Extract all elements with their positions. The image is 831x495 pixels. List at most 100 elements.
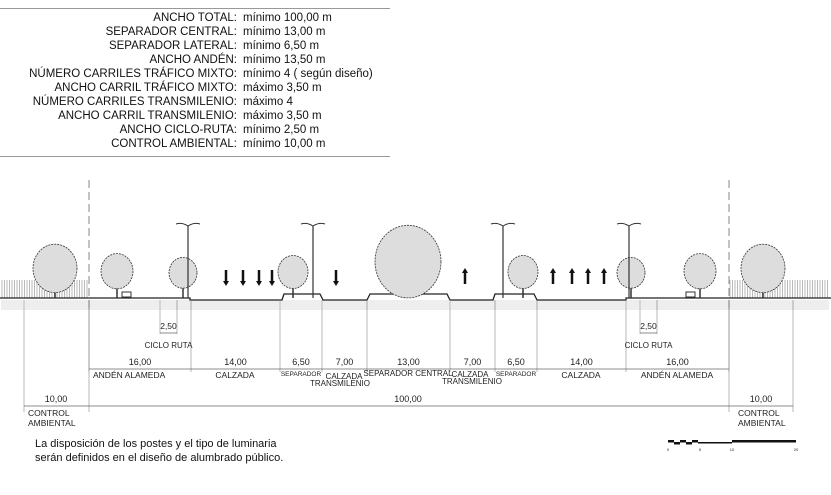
- arrow-head: [256, 281, 262, 286]
- scale-bar-segment: [732, 440, 796, 443]
- tree-icon: [32, 243, 78, 293]
- lamp-arm: [187, 222, 201, 227]
- spec-row: NÚMERO CARRILES TRÁFICO MIXTO:mínimo 4 (…: [0, 67, 390, 81]
- spec-row: SEPARADOR CENTRAL: mínimo 13,00 m: [0, 25, 390, 39]
- tree-icon: [683, 253, 717, 290]
- segment-name: SEPARADOR: [281, 371, 322, 378]
- segment-width: 14,00: [570, 357, 593, 367]
- arrow-head: [223, 281, 229, 286]
- scale-bar-segment: [698, 442, 732, 444]
- ciclo-ruta-label: CICLO RUTA: [625, 341, 674, 350]
- spec-label: ANCHO TOTAL:: [153, 12, 237, 24]
- bench-icon: [685, 291, 696, 298]
- spec-value: mínimo 2,50 m: [243, 124, 320, 136]
- spec-row: ANCHO CICLO-RUTA: mínimo 2,50 m: [0, 123, 390, 137]
- control-width: 10,00: [45, 394, 68, 404]
- spec-label: ANCHO CARRIL TRÁFICO MIXTO:: [54, 82, 237, 94]
- segment-width: 16,00: [666, 357, 689, 367]
- scale-bar-segment: [668, 440, 674, 443]
- scale-bar-segment: [686, 442, 692, 445]
- scale-bar-segment: [692, 440, 698, 443]
- segment-name: TRANSMILENIO: [310, 379, 370, 388]
- spec-row: ANCHO CARRIL TRÁFICO MIXTO: máximo 3,50 m: [0, 81, 390, 95]
- spec-label: ANCHO CARRIL TRANSMILENIO:: [58, 110, 237, 122]
- ciclo-ruta-label: CICLO RUTA: [145, 341, 194, 350]
- lamp-arm: [300, 222, 314, 227]
- spec-label: ANCHO CICLO-RUTA:: [119, 124, 237, 136]
- spec-value: máximo 4: [243, 96, 293, 108]
- arrow-head: [601, 268, 607, 273]
- lamp-arm: [502, 222, 516, 227]
- spec-value: mínimo 13,00 m: [243, 26, 326, 38]
- segment-width: 7,00: [464, 357, 482, 367]
- tree-icon: [374, 224, 442, 299]
- spec-label: ANCHO ANDÉN:: [149, 54, 237, 66]
- segment-name: CALZADA: [452, 370, 490, 379]
- spec-label: SEPARADOR CENTRAL:: [105, 26, 237, 38]
- tree-icon: [277, 255, 309, 289]
- spec-value: mínimo 6,50 m: [243, 40, 320, 52]
- arrow-head: [462, 268, 468, 273]
- spec-row: CONTROL AMBIENTAL: mínimo 10,00 m: [0, 137, 390, 151]
- scale-tick-label: 5: [699, 447, 702, 452]
- tree-icon: [507, 255, 539, 289]
- segment-name: TRANSMILENIO: [442, 377, 502, 386]
- arrow-head: [240, 281, 246, 286]
- segment-name: CALZADA: [215, 370, 255, 380]
- spec-row: SEPARADOR LATERAL: mínimo 6,50 m: [0, 39, 390, 53]
- spec-value: máximo 3,50 m: [243, 82, 322, 94]
- spec-value: máximo 3,50 m: [243, 110, 322, 122]
- spec-row: ANCHO ANDÉN: mínimo 13,50 m: [0, 53, 390, 67]
- bench-icon: [121, 291, 132, 298]
- spec-label: NÚMERO CARRILES TRANSMILENIO:: [32, 96, 237, 108]
- lamp-arm: [175, 222, 189, 227]
- divider: [0, 8, 390, 9]
- spec-value: mínimo 4 ( según diseño): [243, 68, 373, 80]
- segment-width: 14,00: [224, 357, 247, 367]
- spec-row: ANCHO CARRIL TRANSMILENIO: máximo 3,50 m: [0, 109, 390, 123]
- segment-name: CALZADA: [326, 372, 364, 381]
- tree-icon: [100, 253, 134, 290]
- control-label: CONTROL: [28, 408, 70, 418]
- control-width: 10,00: [750, 394, 773, 404]
- spec-value: mínimo 100,00 m: [243, 12, 332, 24]
- segment-name: SEPARADOR CENTRAL: [363, 369, 453, 378]
- scale-tick-label: 20: [794, 447, 799, 452]
- control-label: AMBIENTAL: [738, 418, 786, 428]
- control-label: AMBIENTAL: [28, 418, 76, 428]
- ciclo-ruta-width: 2,50: [640, 321, 657, 331]
- note-text: La disposición de los postes y el tipo d…: [35, 438, 284, 464]
- tree-icon: [168, 256, 198, 289]
- segment-width: 13,00: [397, 357, 420, 367]
- ground-profile: [0, 180, 831, 310]
- spec-label: CONTROL AMBIENTAL:: [111, 138, 237, 150]
- lamp-arm: [490, 222, 504, 227]
- spec-value: mínimo 10,00 m: [243, 138, 326, 150]
- lamp-arm: [628, 222, 642, 227]
- arrow-head: [569, 268, 575, 273]
- divider: [0, 156, 390, 157]
- lamp-arm: [616, 222, 630, 227]
- scale-tick-label: 10: [730, 447, 735, 452]
- scale-bar-segment: [680, 440, 686, 443]
- spec-row: ANCHO TOTAL: mínimo 100,00 m: [0, 11, 390, 25]
- spec-row: NÚMERO CARRILES TRANSMILENIO: máximo 4: [0, 95, 390, 109]
- arrow-head: [585, 268, 591, 273]
- segment-width: 16,00: [129, 357, 152, 367]
- spec-label: SEPARADOR LATERAL:: [108, 40, 237, 52]
- arrow-head: [550, 268, 556, 273]
- total-width: 100,00: [394, 394, 422, 404]
- scale-tick-label: 0: [667, 447, 670, 452]
- scale-bar-segment: [674, 442, 680, 445]
- lamp-arm: [312, 222, 326, 227]
- segment-width: 6,50: [292, 357, 310, 367]
- segment-name: ANDÉN ALAMEDA: [641, 370, 714, 380]
- tree-icon: [740, 243, 786, 293]
- spec-value: mínimo 13,50 m: [243, 54, 326, 66]
- segment-name: SEPARADOR: [496, 371, 537, 378]
- ciclo-ruta-width: 2,50: [160, 321, 177, 331]
- arrow-head: [333, 281, 339, 286]
- segment-width: 7,00: [336, 357, 354, 367]
